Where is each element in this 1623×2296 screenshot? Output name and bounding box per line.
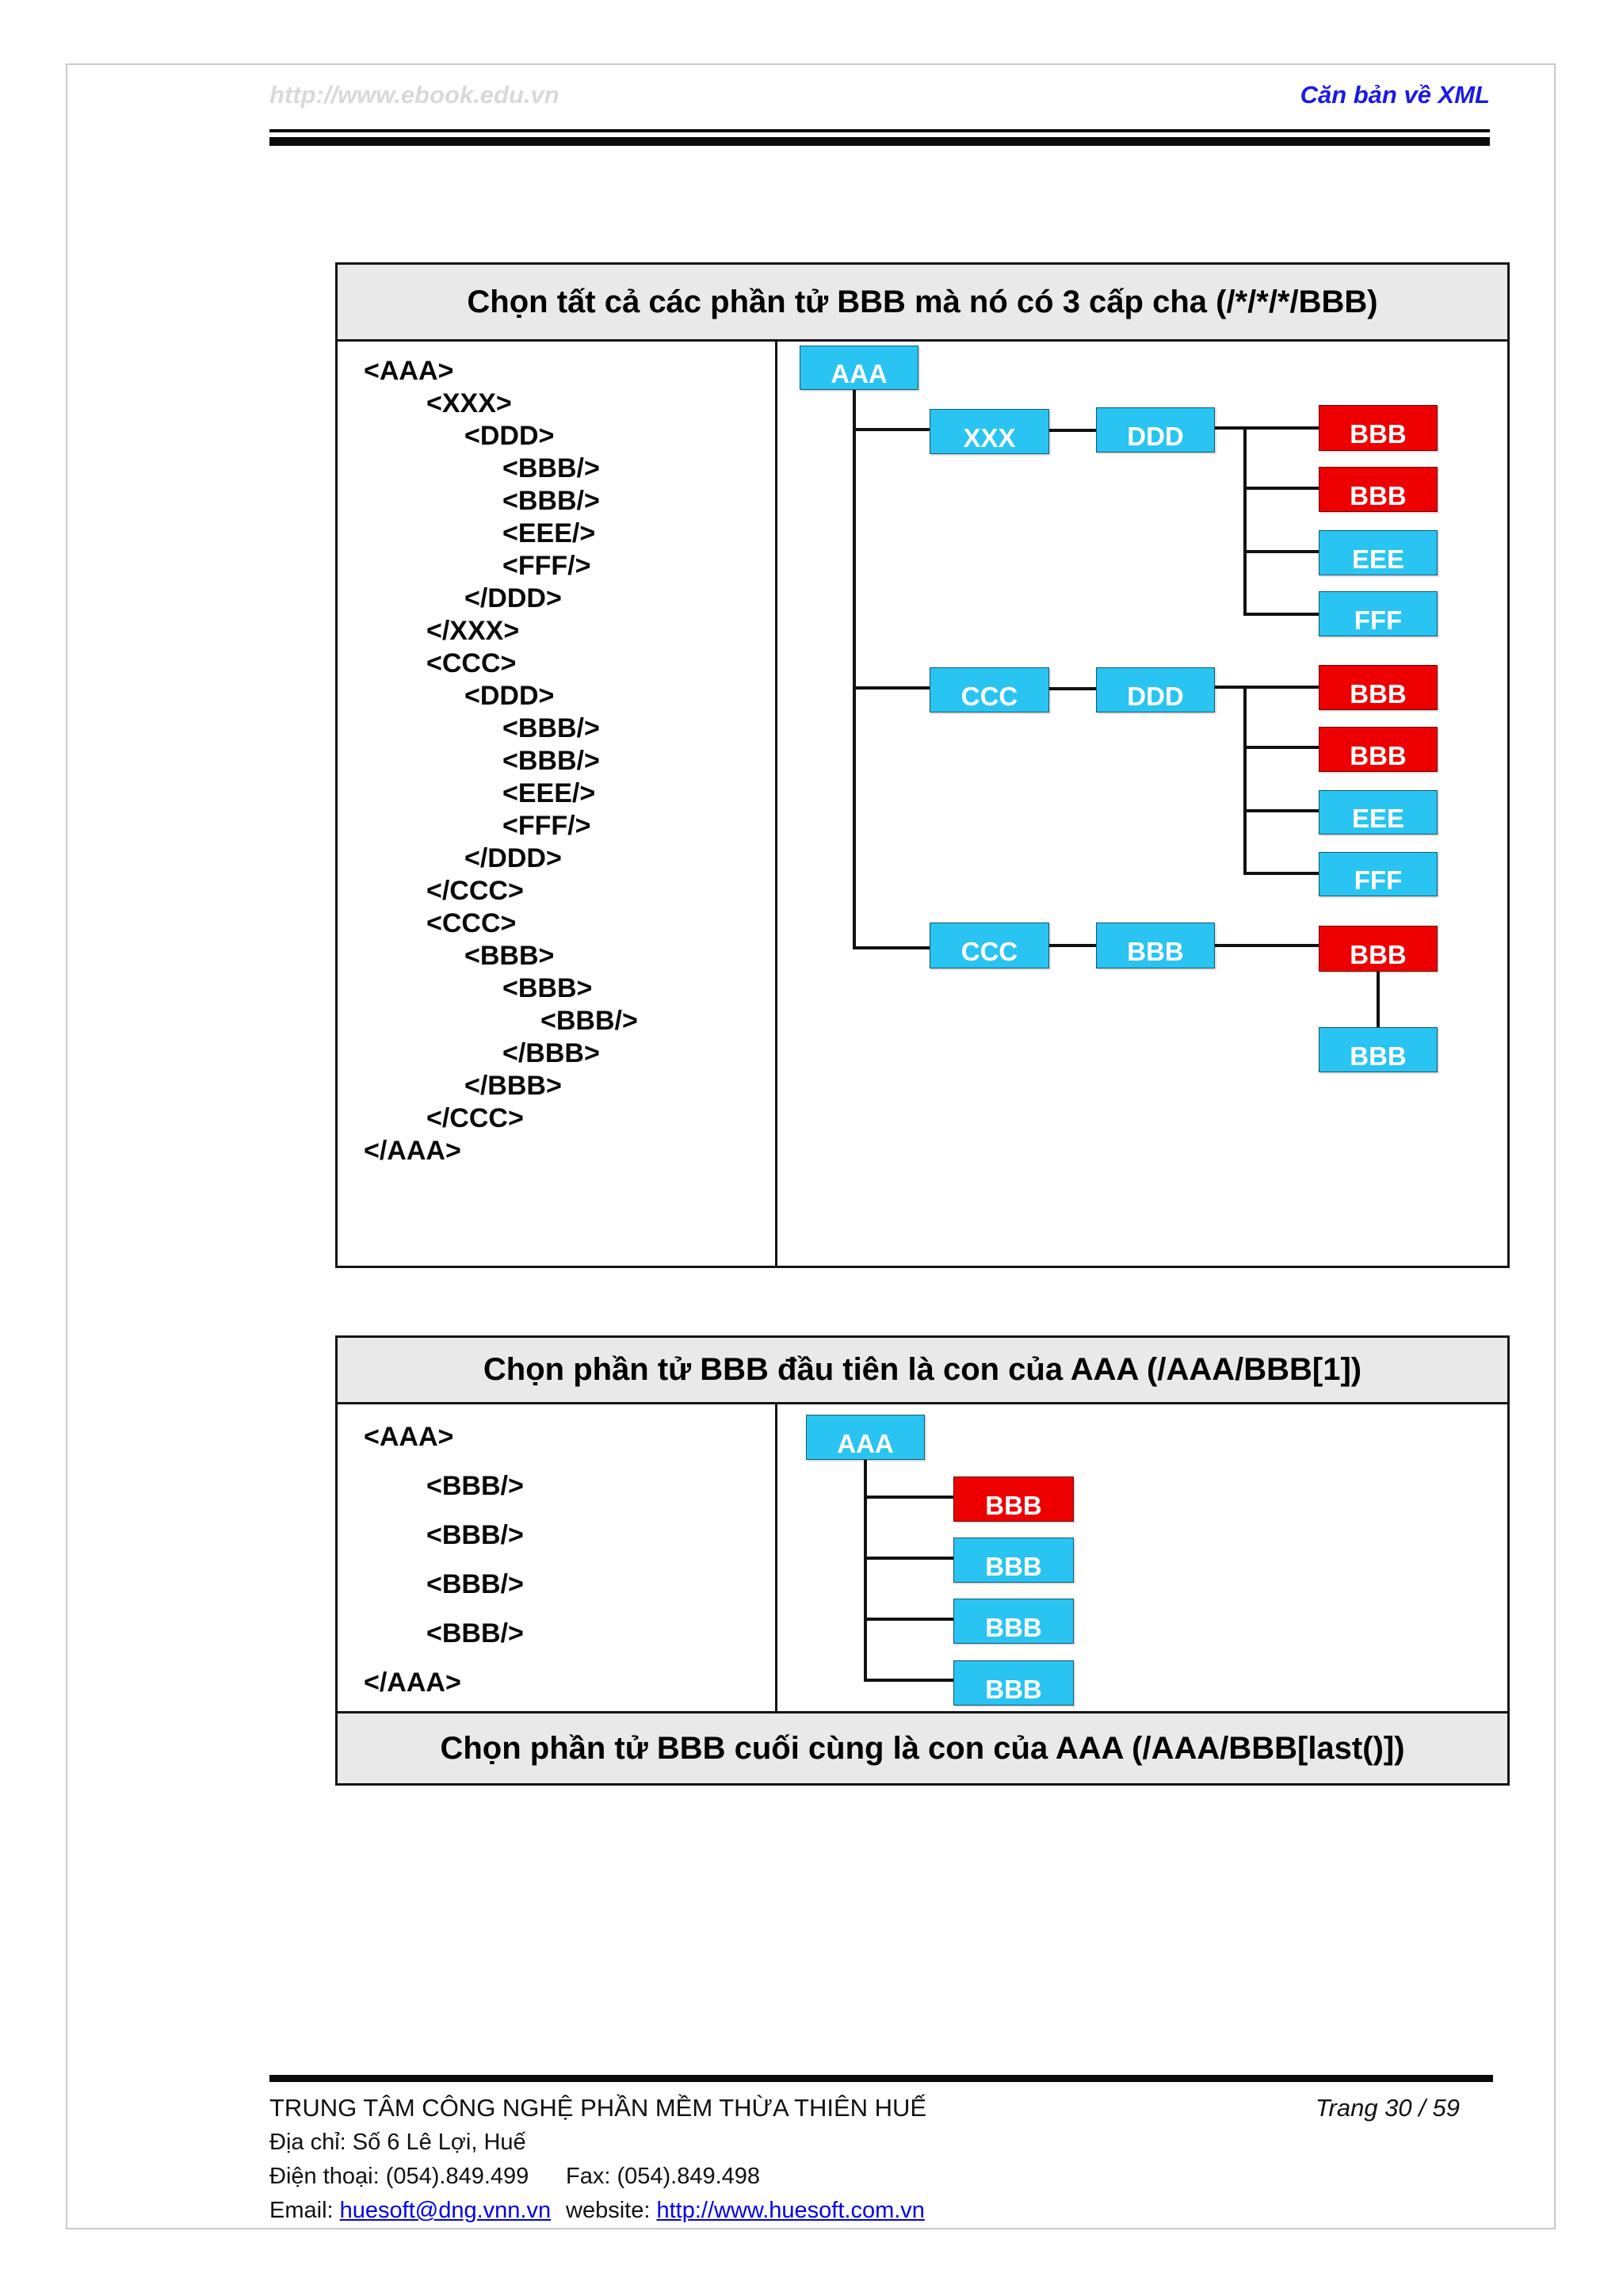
- footer-email-row: Email: huesoft@dng.vnn.vn website: http:…: [269, 2198, 1220, 2224]
- header-rule-thin: [269, 129, 1490, 132]
- xml-code-line: <BBB/>: [502, 746, 600, 776]
- xml-code-line: </AAA>: [364, 1668, 461, 1698]
- xml-code-line: <BBB/>: [426, 1471, 524, 1501]
- footer-phone: Điện thoại: (054).849.499: [269, 2164, 529, 2189]
- header-rule-thick: [269, 137, 1490, 146]
- xml-code-line: </CCC>: [426, 1103, 524, 1133]
- xml-code-line: <BBB/>: [426, 1569, 524, 1599]
- cell-divider: [775, 342, 777, 1266]
- xml-code-line: <BBB/>: [426, 1618, 524, 1648]
- header-source-url: http://www.ebook.edu.vn: [269, 81, 559, 109]
- footer-email-link[interactable]: huesoft@dng.vnn.vn: [339, 2198, 552, 2223]
- xml-code-line: <CCC>: [426, 908, 517, 938]
- xml-code-line: <DDD>: [464, 421, 555, 451]
- xml-code-line: <EEE/>: [502, 518, 596, 548]
- xml-code-line: <BBB/>: [502, 486, 600, 516]
- xpath-example-1-title: Chọn tất cả các phần tử BBB mà nó có 3 c…: [338, 265, 1507, 342]
- footer-website-label: website:: [566, 2198, 657, 2223]
- xml-code-line: <DDD>: [464, 681, 555, 711]
- xpath-example-2-box: Chọn phần tử BBB đầu tiên là con của AAA…: [335, 1335, 1510, 1713]
- footer-email-label: Email:: [269, 2198, 340, 2223]
- xpath-example-1-box: Chọn tất cả các phần tử BBB mà nó có 3 c…: [335, 262, 1510, 1268]
- xml-code-line: </CCC>: [426, 876, 524, 906]
- xml-code-line: <BBB/>: [502, 453, 600, 483]
- xml-code-line: <FFF/>: [502, 551, 591, 581]
- xml-code-line: <XXX>: [426, 388, 512, 418]
- xml-code-line: <BBB/>: [426, 1520, 524, 1550]
- footer-website-group: website: http://www.huesoft.com.vn: [566, 2198, 925, 2224]
- xml-code-line: <BBB/>: [540, 1006, 638, 1036]
- xml-code-line: <BBB/>: [502, 713, 600, 743]
- footer-website-link[interactable]: http://www.huesoft.com.vn: [656, 2198, 925, 2223]
- xml-code-line: </DDD>: [464, 843, 562, 873]
- cell-divider: [775, 1404, 777, 1711]
- xpath-example-2-title: Chọn phần tử BBB đầu tiên là con của AAA…: [338, 1338, 1507, 1404]
- xml-code-line: <FFF/>: [502, 811, 591, 841]
- xml-code-line: </AAA>: [364, 1136, 461, 1166]
- footer-phone-row: Điện thoại: (054).849.499 Fax: (054).849…: [269, 2164, 1220, 2190]
- xml-code-line: <BBB>: [464, 941, 555, 971]
- xml-code-line: </DDD>: [464, 583, 562, 613]
- xml-code-line: <BBB>: [502, 973, 593, 1003]
- footer-page-number: Trang 30 / 59: [1315, 2094, 1460, 2122]
- xml-code-line: </BBB>: [464, 1071, 562, 1101]
- xpath-example-3-title-bar: Chọn phần tử BBB cuối cùng là con của AA…: [335, 1711, 1510, 1786]
- footer-organization: TRUNG TÂM CÔNG NGHỆ PHẦN MỀM THỪA THIÊN …: [269, 2094, 927, 2122]
- xml-code-line: <CCC>: [426, 648, 517, 678]
- xml-source-code-1: <AAA><XXX><DDD><BBB/><BBB/><EEE/><FFF/><…: [364, 355, 638, 1167]
- footer-fax: Fax: (054).849.498: [566, 2164, 761, 2189]
- header-doc-title: Căn bản về XML: [1300, 81, 1490, 109]
- xml-code-line: <AAA>: [364, 356, 454, 386]
- xml-code-line: <AAA>: [364, 1422, 454, 1452]
- footer-rule: [269, 2075, 1493, 2082]
- xml-code-line: </BBB>: [502, 1038, 600, 1068]
- footer-address: Địa chỉ: Số 6 Lê Lợi, Huế: [269, 2130, 526, 2155]
- xml-code-line: </XXX>: [426, 616, 520, 646]
- xml-source-code-2: <AAA> <BBB/> <BBB/> <BBB/> <BBB/> </AAA>: [364, 1412, 524, 1707]
- xml-code-line: <EEE/>: [502, 778, 596, 808]
